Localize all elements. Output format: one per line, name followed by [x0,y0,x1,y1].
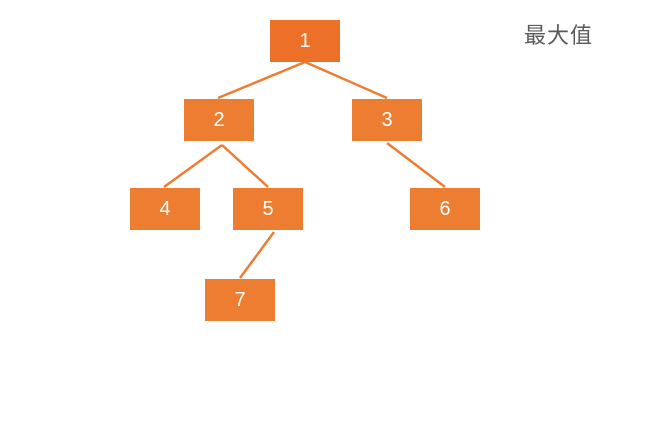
edge-2-5 [221,144,269,188]
tree-node-6: 6 [410,188,480,230]
tree-node-4: 4 [130,188,200,230]
edge-1-2 [217,60,306,100]
tree-node-2: 2 [184,99,254,141]
edge-1-3 [304,60,388,100]
tree-node-5: 5 [233,188,303,230]
edge-2-4 [163,143,223,189]
edge-5-7 [238,231,276,279]
tree-node-1: 1 [270,20,340,62]
edge-3-6 [386,142,446,188]
tree-node-7: 7 [205,279,275,321]
tree-node-3: 3 [352,99,422,141]
diagram-title: 最大值 [524,24,594,49]
